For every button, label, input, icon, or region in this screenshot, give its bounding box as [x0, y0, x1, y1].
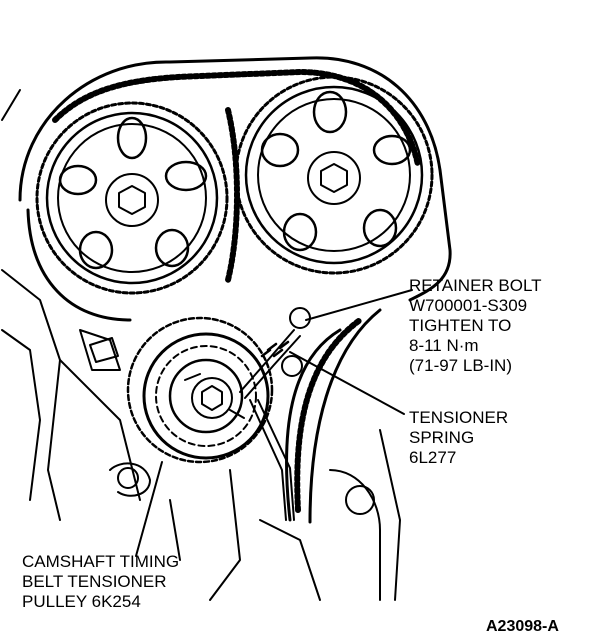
callout-tensioner-pulley: CAMSHAFT TIMING BELT TENSIONER PULLEY 6K… — [22, 552, 179, 612]
callout-line: PULLEY 6K254 — [22, 592, 141, 611]
callout-tensioner-spring: TENSIONER SPRING 6L277 — [409, 408, 508, 468]
right-cam-sprocket — [234, 75, 434, 275]
engine-bolts — [89, 337, 375, 515]
callout-line: W700001-S309 — [409, 296, 528, 315]
callout-line: TENSIONER — [409, 408, 509, 427]
tensioner-spring-leader — [289, 351, 405, 415]
callout-line: (71-97 LB-IN) — [409, 356, 512, 375]
callout-line: TIGHTEN TO — [409, 316, 512, 335]
callout-line: CAMSHAFT TIMING — [22, 552, 180, 571]
engine-block — [1, 89, 401, 601]
timing-belt — [18, 56, 452, 524]
tensioner-pulley — [142, 332, 270, 460]
tensioner-spring-assembly — [239, 307, 311, 521]
callout-retainer-bolt: RETAINER BOLT W700001-S309 TIGHTEN TO 8-… — [409, 276, 542, 376]
figure-id: A23098-A — [486, 618, 559, 635]
callout-line: 8-11 N·m — [409, 336, 479, 355]
callout-line: SPRING — [409, 428, 475, 447]
retainer-bolt-leader — [305, 289, 413, 321]
callout-line: 6L277 — [409, 448, 457, 467]
tensioner-pulley-leader — [135, 461, 163, 557]
callout-line: RETAINER BOLT — [409, 276, 542, 295]
leader-lines — [135, 289, 413, 557]
belt-center-strand — [225, 107, 240, 283]
belt-tooth-band — [52, 69, 421, 513]
crank-sprocket — [126, 316, 274, 464]
left-cam-sprocket — [35, 101, 229, 295]
callout-line: BELT TENSIONER — [22, 572, 167, 591]
